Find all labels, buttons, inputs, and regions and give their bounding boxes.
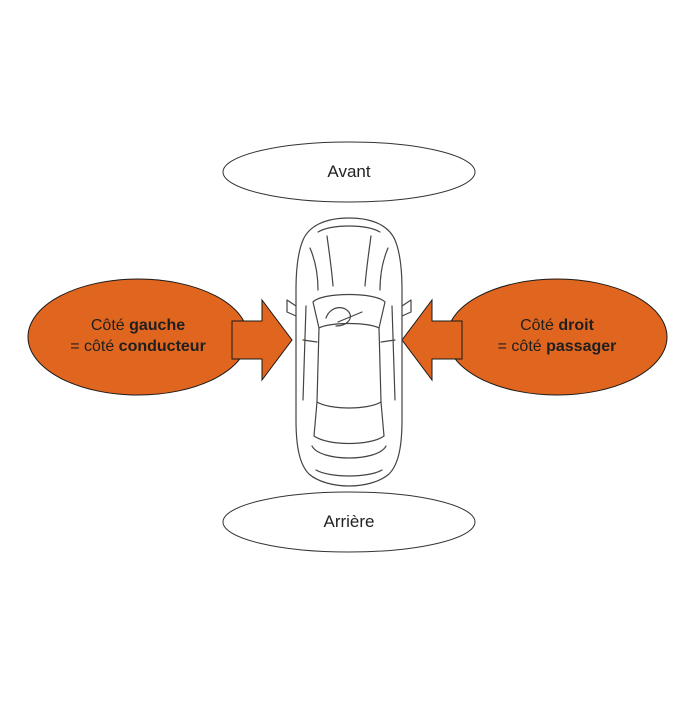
right-side-line2-bold: passager — [546, 338, 617, 355]
car-top-view-icon — [286, 217, 412, 487]
left-arrow-icon — [231, 298, 293, 382]
right-arrow-icon — [401, 298, 463, 382]
left-side-line1: Côté gauche — [91, 316, 185, 337]
right-side-line1-bold: droit — [558, 317, 594, 335]
right-side-line1: Côté droit — [520, 316, 594, 337]
right-side-label: Côté droit = côté passager — [457, 300, 657, 374]
rear-label-text: Arrière — [323, 512, 375, 532]
left-side-line1-bold: gauche — [129, 317, 186, 335]
right-side-line1-prefix: Côté — [520, 317, 559, 335]
right-side-line2-prefix: = côté — [497, 338, 547, 355]
rear-label: Arrière — [223, 502, 475, 542]
right-side-line2: = côté passager — [498, 337, 617, 358]
rear-oval — [222, 491, 476, 553]
left-side-line2-bold: conducteur — [118, 338, 206, 355]
front-label: Avant — [223, 152, 475, 192]
left-side-line2: = côté conducteur — [70, 337, 206, 358]
front-label-text: Avant — [327, 162, 371, 182]
left-side-line2-prefix: = côté — [70, 338, 119, 355]
left-side-line1-prefix: Côté — [90, 317, 130, 335]
front-oval — [222, 141, 476, 203]
left-side-label: Côté gauche = côté conducteur — [38, 300, 238, 374]
